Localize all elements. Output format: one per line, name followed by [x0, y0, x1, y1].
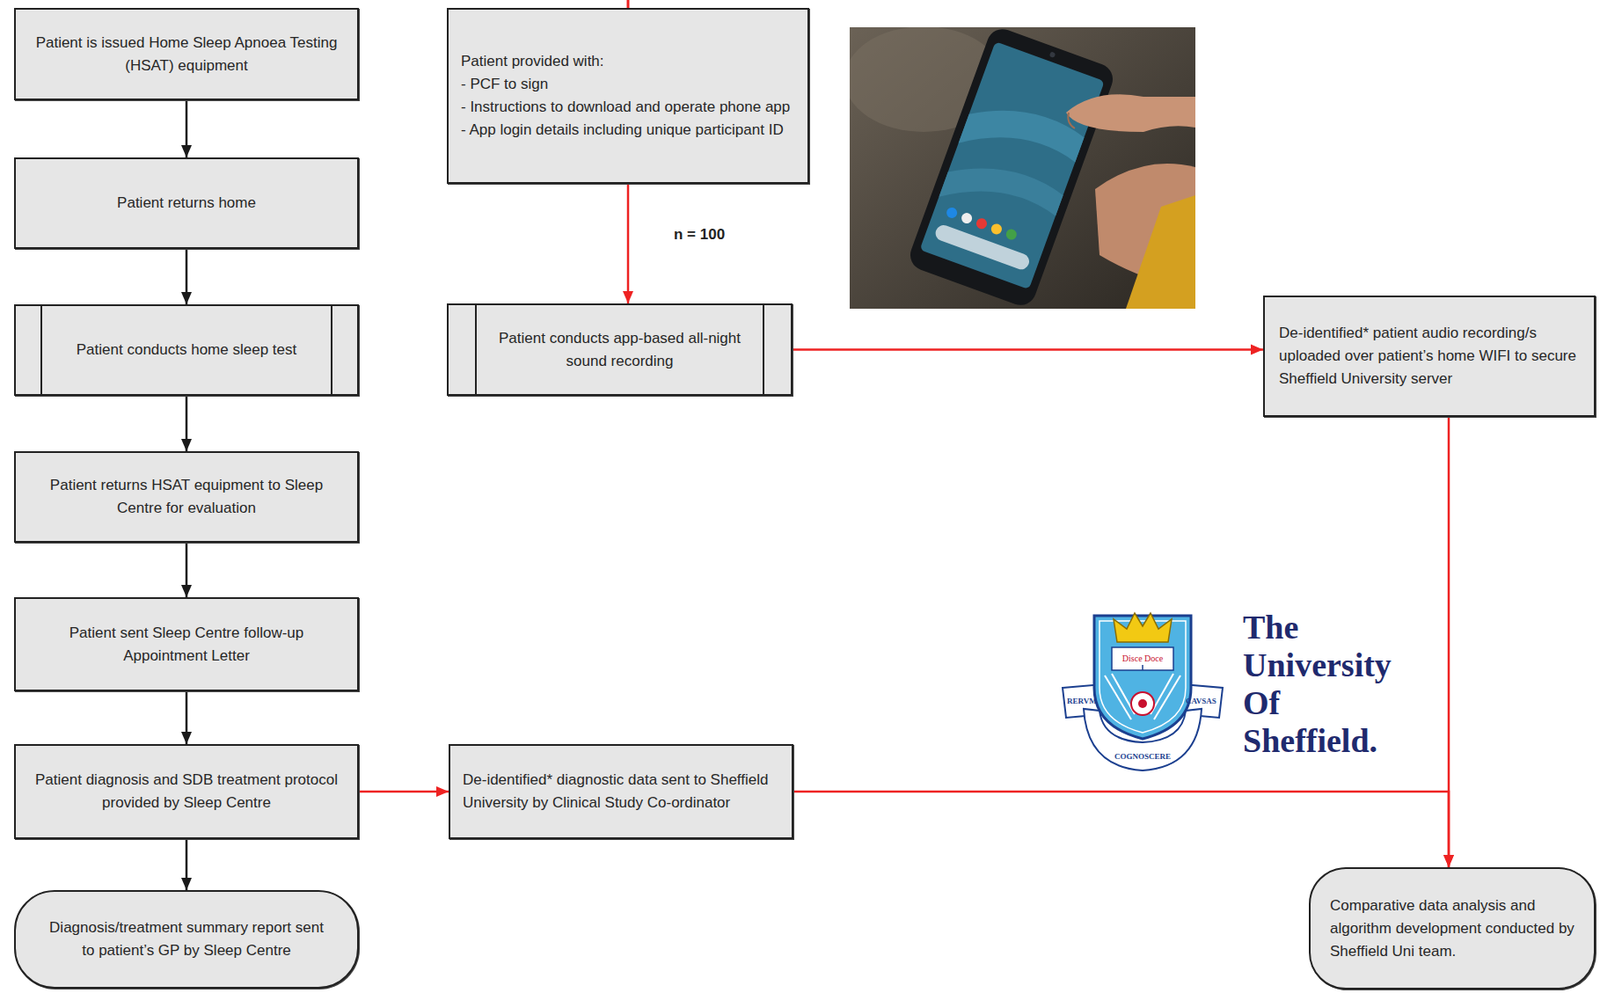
box-text: - PCF to sign	[460, 73, 796, 96]
process-box: De-identified* patient audio recording/s…	[1263, 295, 1596, 417]
hand-thumb	[1066, 94, 1196, 132]
crest-motto: RERVM	[1066, 696, 1097, 707]
process-box: Patient conducts home sleep test	[14, 304, 359, 396]
sleeve	[1125, 195, 1196, 309]
book-spine	[1141, 664, 1144, 671]
edge-label: n = 100	[673, 225, 725, 245]
box-text: - App login details including unique par…	[460, 118, 796, 142]
process-box: Patient sent Sleep Centre follow-up Appo…	[14, 597, 359, 692]
phone-photo	[849, 27, 1196, 309]
flow-arrow	[358, 790, 449, 794]
app-icon	[959, 211, 973, 225]
crest-motto: CAVSAS	[1185, 696, 1217, 707]
box-text: Patient returns HSAT equipment to Sleep …	[33, 474, 340, 520]
box-text: De-identified* patient audio recording/s…	[1278, 321, 1580, 391]
flow-arrow	[185, 691, 189, 745]
box-text: Patient is issued Home Sleep Apnoea Test…	[33, 31, 340, 78]
flow-arrow	[185, 100, 189, 158]
box-text: Patient provided with:	[460, 50, 796, 74]
terminal-box: Comparative data analysis and algorithm …	[1308, 867, 1596, 990]
process-bar	[40, 306, 43, 395]
box-text: Diagnosis/treatment summary report sent …	[45, 916, 328, 963]
crest-motto: COGNOSCERE	[1114, 752, 1171, 762]
app-icon	[1004, 227, 1018, 242]
flow-arrow	[793, 791, 1449, 868]
box-text: Patient conducts app-based all-night sou…	[487, 327, 753, 373]
screen-wave	[938, 150, 1065, 237]
app-icon	[944, 205, 958, 220]
crown	[1113, 613, 1172, 643]
box-text: Patient returns home	[33, 191, 340, 215]
flow-stub	[627, 0, 630, 8]
crest-arrows	[1154, 675, 1181, 720]
crest-arrows	[1104, 675, 1132, 720]
box-text: Patient sent Sleep Centre follow-up Appo…	[33, 621, 340, 668]
process-bar	[474, 305, 477, 395]
search-bar	[933, 223, 1031, 272]
box-text: - Instructions to download and operate p…	[460, 95, 796, 119]
process-box: Patient conducts app-based all-night sou…	[446, 303, 793, 396]
process-box: Patient provided with:- PCF to sign- Ins…	[446, 7, 810, 184]
process-box: Patient returns HSAT equipment to Sleep …	[14, 451, 359, 543]
phone-camera	[1049, 51, 1057, 59]
flow-arrow	[1447, 416, 1451, 868]
book	[1111, 647, 1174, 671]
university-name: The University Of Sheffield.	[1242, 608, 1392, 760]
box-text: Comparative data analysis and algorithm …	[1329, 894, 1579, 964]
phone	[905, 27, 1118, 309]
phone-screen	[920, 41, 1105, 290]
rose	[1131, 692, 1155, 716]
flow-arrow	[185, 248, 189, 305]
rose-centre	[1138, 699, 1148, 709]
process-bar	[330, 306, 333, 395]
connectors	[186, 100, 1449, 891]
crest-arrows	[1104, 673, 1181, 720]
flow-arrow	[185, 839, 189, 891]
process-box: Patient diagnosis and SDB treatment prot…	[14, 744, 359, 840]
university-crest	[1062, 613, 1223, 771]
app-icon	[989, 222, 1003, 236]
flow-arrow	[185, 542, 189, 598]
flow-arrow	[627, 183, 630, 304]
box-text: Patient conducts home sleep test	[54, 338, 319, 362]
process-box: Patient returns home	[14, 157, 359, 249]
process-bar	[762, 305, 765, 395]
phone-body	[905, 27, 1118, 309]
app-icon	[974, 217, 988, 231]
box-text: De-identified* diagnostic data sent to S…	[462, 768, 780, 815]
flow-arrow	[185, 395, 189, 452]
crest-motto: Disce Doce	[1122, 653, 1163, 665]
terminal-box: Diagnosis/treatment summary report sent …	[14, 890, 359, 989]
thumb-nail	[1067, 112, 1075, 129]
flow-arrow	[792, 348, 1264, 351]
process-box: Patient is issued Home Sleep Apnoea Test…	[14, 7, 359, 101]
process-box: De-identified* diagnostic data sent to S…	[448, 744, 794, 840]
box-text: Patient diagnosis and SDB treatment prot…	[33, 768, 340, 815]
